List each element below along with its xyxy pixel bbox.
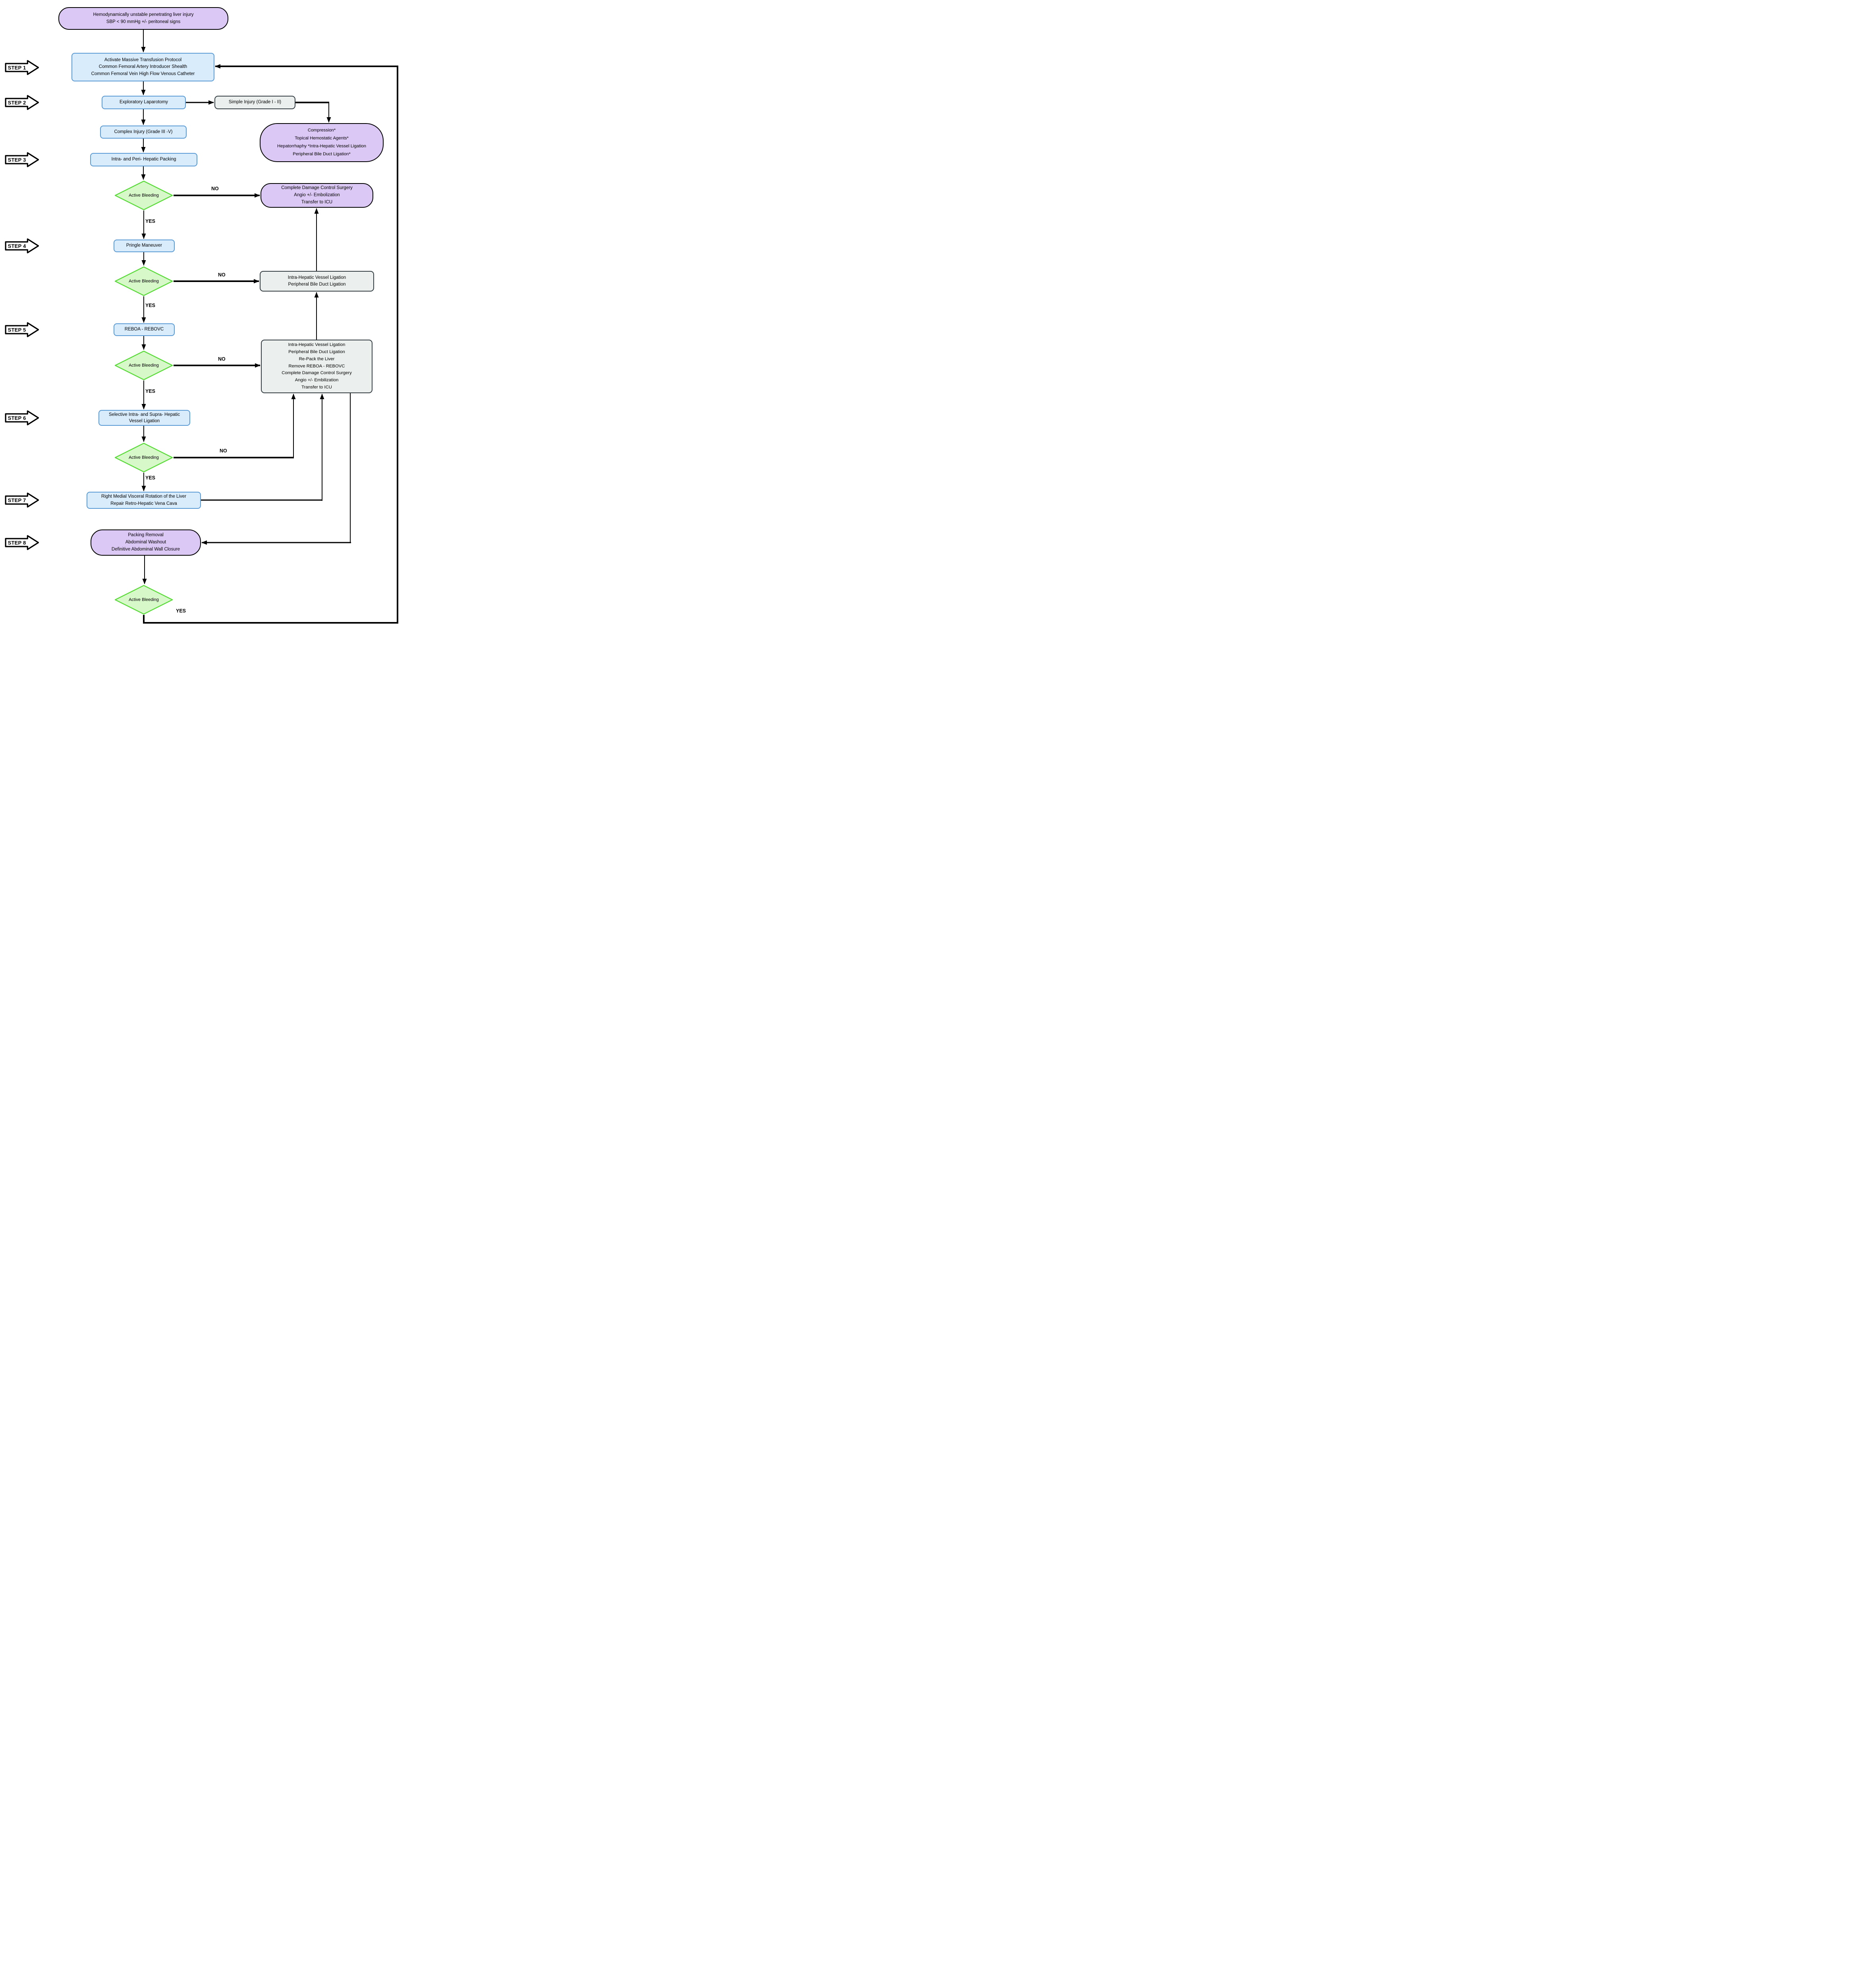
yes-label-3: YES	[145, 388, 156, 394]
active-bleeding-diamond-1: Active Bleeding	[114, 180, 174, 211]
step-arrow-shape	[5, 535, 39, 550]
active-bleeding-label: Active Bleeding	[129, 597, 159, 602]
simple-injury-label: Simple Injury (Grade I - II)	[228, 100, 282, 105]
active-bleeding-label: Active Bleeding	[129, 279, 159, 284]
ligation-small-line-1: Intra-Hepatic Vessel Ligation	[288, 275, 346, 280]
no-label-2: NO	[218, 272, 226, 278]
yes-label-2: YES	[145, 303, 156, 308]
diamond-shape	[114, 180, 173, 211]
step-arrow-shape	[5, 493, 39, 508]
closure-line-3: Definitive Abdominal Wall Closure	[111, 547, 180, 552]
step-8-arrow: STEP 8	[5, 535, 39, 550]
closure-line-1: Packing Removal	[128, 533, 164, 538]
step-4-arrow: STEP 4	[5, 238, 39, 253]
compression-line-2: Topical Hemostatic Agents*	[295, 136, 349, 141]
step1-line-3: Common Femoral Vein High Flow Venous Cat…	[91, 71, 195, 76]
active-bleeding-label: Active Bleeding	[129, 363, 159, 368]
visceral-rotation-line-2: Repair Retro-Hepatic Vena Cava	[110, 501, 177, 506]
closure-node: Packing Removal Abdominal Washout Defini…	[91, 529, 201, 556]
no-label-4: NO	[220, 448, 227, 454]
hepatic-packing-node: Intra- and Peri- Hepatic Packing	[90, 153, 197, 166]
start-line-1: Hemodynamically unstable penetrating liv…	[93, 12, 194, 17]
compression-line-4: Peripheral Bile Duct Ligation*	[293, 151, 351, 156]
step-3-arrow: STEP 3	[5, 152, 39, 167]
step-arrow-shape	[5, 410, 39, 425]
ligation-big-line-5: Complete Damage Control Surgery	[282, 371, 352, 376]
damage-control-line-3: Transfer to ICU	[301, 199, 333, 205]
active-bleeding-label: Active Bleeding	[129, 455, 159, 460]
damage-control-line-2: Angio +/- Embolization	[294, 193, 340, 198]
step-2-label: STEP 2	[8, 99, 26, 106]
packing-label: Intra- and Peri- Hepatic Packing	[111, 157, 176, 162]
step-2-arrow: STEP 2	[5, 95, 39, 110]
complex-injury-label: Complex Injury (Grade III -V)	[114, 129, 173, 134]
reboa-node: REBOA - REBOVC	[114, 323, 175, 336]
ligation-big-line-1: Intra-Hepatic Vessel Ligation	[288, 342, 345, 348]
damage-control-node: Complete Damage Control Surgery Angio +/…	[261, 183, 373, 208]
diamond-shape	[114, 350, 173, 381]
diamond-shape	[114, 266, 173, 296]
active-bleeding-label: Active Bleeding	[129, 193, 159, 198]
start-line-2: SBP < 90 mmHg +/- peritoneal signs	[106, 19, 181, 24]
no-label-3: NO	[218, 356, 226, 362]
selective-ligation-node: Selective Intra- and Supra- Hepatic Vess…	[98, 410, 190, 426]
simple-injury-node: Simple Injury (Grade I - II)	[214, 96, 295, 109]
step-7-arrow: STEP 7	[5, 493, 39, 508]
step-1-arrow: STEP 1	[5, 60, 39, 75]
ligation-big-line-2: Peripheral Bile Duct Ligation	[288, 349, 345, 354]
pringle-label: Pringle Maneuver	[126, 243, 162, 248]
step-5-label: STEP 5	[8, 326, 26, 333]
step-1-label: STEP 1	[8, 64, 26, 71]
step-arrow-shape	[5, 95, 39, 110]
diamond-shape	[114, 585, 173, 615]
visceral-rotation-node: Right Medial Visceral Rotation of the Li…	[87, 492, 201, 509]
flow-connectors	[141, 30, 398, 624]
step1-line-1: Activate Massive Transfusion Protocol	[104, 58, 182, 63]
ligation-big-node: Intra-Hepatic Vessel Ligation Peripheral…	[261, 340, 372, 393]
step-6-label: STEP 6	[8, 415, 26, 421]
active-bleeding-diamond-5: Active Bleeding	[114, 585, 174, 615]
active-bleeding-diamond-3: Active Bleeding	[114, 350, 174, 381]
step-arrow-shape	[5, 152, 39, 167]
compression-line-1: Compression*	[307, 128, 336, 133]
active-bleeding-diamond-4: Active Bleeding	[114, 442, 174, 473]
step-3-label: STEP 3	[8, 156, 26, 163]
active-bleeding-diamond-2: Active Bleeding	[114, 266, 174, 296]
ligation-big-line-7: Transfer to ICU	[301, 385, 332, 390]
yes-label-5: YES	[176, 608, 186, 614]
step-8-label: STEP 8	[8, 539, 26, 546]
compression-node: Compression* Topical Hemostatic Agents* …	[260, 123, 384, 162]
ligation-big-line-3: Re-Pack the Liver	[299, 356, 335, 361]
reboa-label: REBOA - REBOVC	[124, 327, 164, 332]
ligation-big-line-6: Angio +/- Embilization	[295, 378, 339, 383]
ligation-small-node: Intra-Hepatic Vessel Ligation Peripheral…	[260, 271, 374, 292]
flowchart-canvas: STEP 1 STEP 2 STEP 3 STEP 4 STEP 5 STEP …	[0, 0, 407, 632]
yes-label-1: YES	[145, 218, 156, 224]
selective-line-2: Vessel Ligation	[129, 419, 160, 423]
step-arrow-shape	[5, 238, 39, 253]
step-7-label: STEP 7	[8, 497, 26, 503]
ligation-big-line-4: Remove REBOA - REBOVC	[288, 363, 345, 369]
complex-injury-node: Complex Injury (Grade III -V)	[100, 126, 187, 139]
no-label-1: NO	[211, 186, 219, 191]
step-arrow-shape	[5, 60, 39, 75]
selective-line-1: Selective Intra- and Supra- Hepatic	[109, 412, 180, 417]
damage-control-line-1: Complete Damage Control Surgery	[281, 185, 353, 191]
closure-line-2: Abdominal Washout	[125, 540, 166, 545]
step-4-label: STEP 4	[8, 243, 26, 249]
step-6-arrow: STEP 6	[5, 410, 39, 425]
step-5-arrow: STEP 5	[5, 322, 39, 337]
visceral-rotation-line-1: Right Medial Visceral Rotation of the Li…	[101, 494, 186, 499]
diamond-shape	[114, 442, 173, 473]
pringle-maneuver-node: Pringle Maneuver	[114, 240, 175, 252]
start-node: Hemodynamically unstable penetrating liv…	[58, 7, 228, 30]
step1-line-2: Common Femoral Artery Introducer Shealth	[98, 64, 187, 70]
ligation-small-line-2: Peripheral Bile Duct Ligation	[288, 282, 346, 287]
exploratory-laparotomy-node: Exploratory Laparotomy	[102, 96, 186, 109]
step1-process-node: Activate Massive Transfusion Protocol Co…	[71, 53, 214, 81]
compression-line-3: Hepatorrhaphy *Intra-Hepatic Vessel Liga…	[277, 144, 366, 149]
step-arrow-shape	[5, 322, 39, 337]
yes-label-4: YES	[145, 475, 156, 481]
exploratory-label: Exploratory Laparotomy	[119, 100, 168, 105]
